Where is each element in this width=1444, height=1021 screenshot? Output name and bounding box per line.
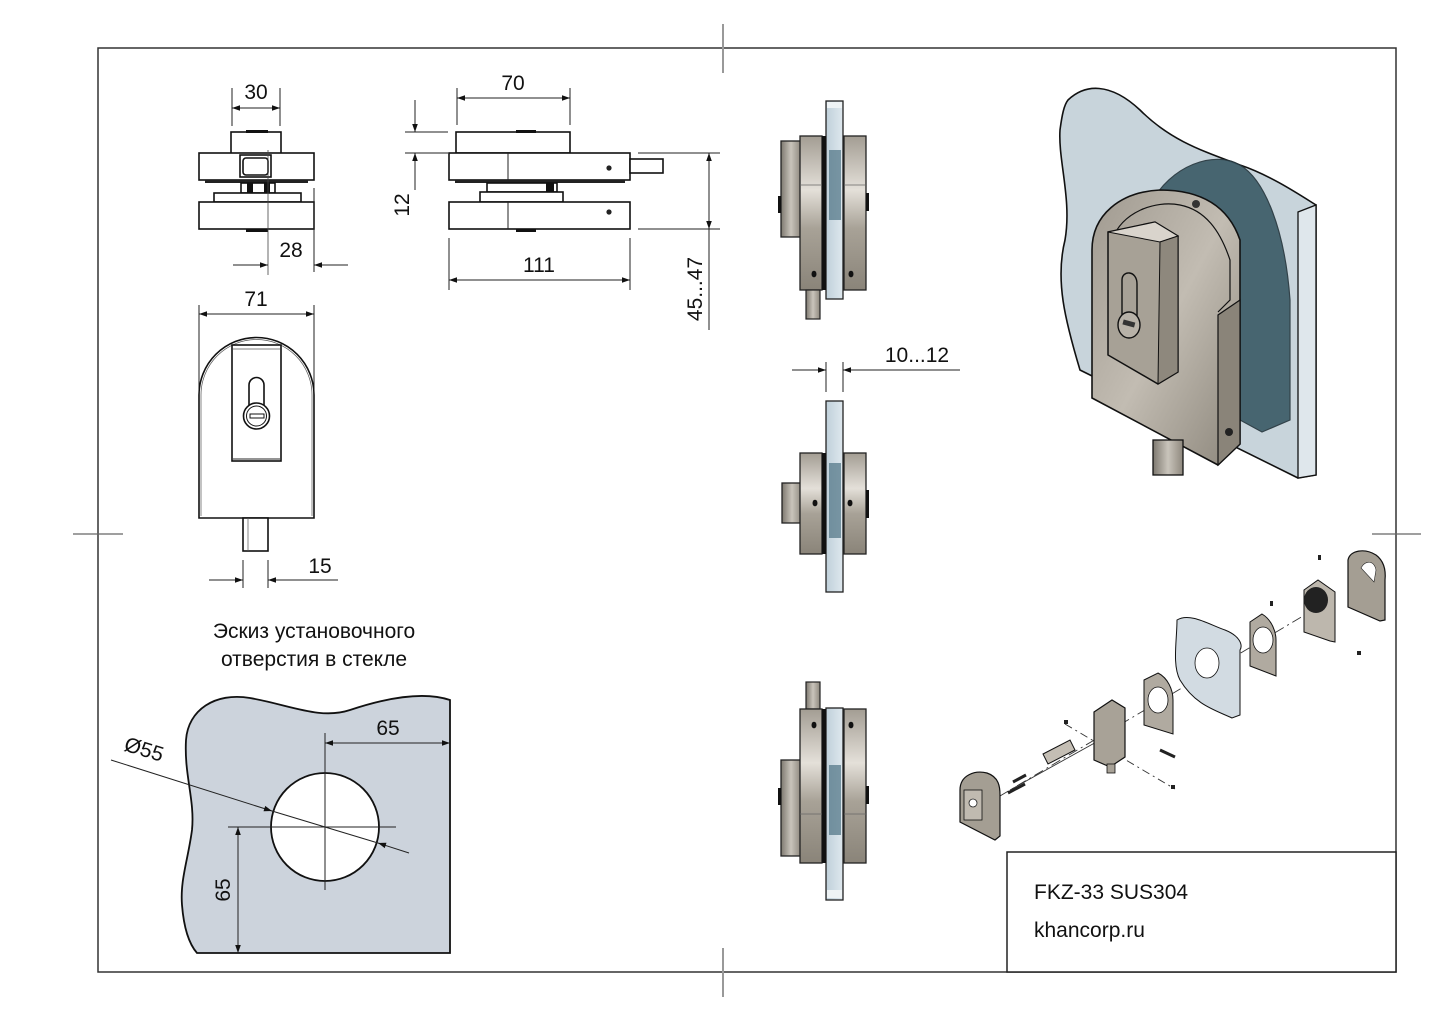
bolt-up (805, 681, 821, 710)
dim-label-71: 71 (244, 288, 267, 311)
title-block: FKZ-33 SUS304 khancorp.ru (1006, 851, 1397, 973)
side-lower-plate (448, 201, 631, 230)
product-title: FKZ-33 SUS304 (1034, 881, 1188, 904)
clamp-left-middle (799, 452, 823, 555)
clamp-right-bottom (843, 708, 867, 864)
dim-label-12: 12 (391, 193, 414, 216)
edge-view-middle: 10...12 (781, 344, 960, 593)
title-block-border (1006, 851, 1397, 973)
side-bolt (629, 158, 664, 174)
sheet-frame (73, 24, 1421, 997)
dim-label-15: 15 (308, 555, 331, 578)
dim-label-111: 111 (523, 254, 555, 277)
dim-label-28: 28 (279, 239, 302, 262)
cylinder-housing (230, 131, 282, 155)
exploded-view (959, 550, 1386, 841)
frame-border (97, 47, 1397, 973)
isometric-assembly (1059, 87, 1317, 479)
dim-label-65-vertical: 65 (212, 878, 235, 901)
website-label[interactable]: khancorp.ru (1034, 919, 1145, 942)
clamp-right-middle (843, 452, 867, 555)
keyhole-slot-iso (1121, 272, 1138, 318)
part-lock-body (1093, 699, 1126, 768)
clamp-right (843, 135, 867, 291)
clamp-left-bottom (799, 708, 823, 864)
lower-plate (198, 201, 315, 230)
front-bolt (242, 517, 269, 552)
dim-label-65-horizontal: 65 (376, 717, 399, 740)
side-upper-plate (448, 152, 631, 181)
top-view: 30 28 (198, 81, 348, 275)
dim-label-diameter: Ø55 (122, 733, 167, 767)
bolt-down (805, 289, 821, 320)
front-view: 71 15 (198, 288, 338, 588)
edge-view-top (778, 100, 869, 320)
upper-plate (198, 152, 315, 181)
side-view: 70 12 111 45...47 (391, 72, 720, 330)
cylinder-housing-side (780, 140, 802, 238)
hole-caption-line2: отверстия в стекле (221, 648, 407, 671)
hole-sketch: Эскиз установочного отверстия в стекле 6… (110, 620, 451, 954)
dim-line-diameter-out (377, 842, 410, 854)
dim-line-diameter-in (110, 759, 273, 812)
clamp-left (799, 135, 823, 291)
bolt-iso (1152, 439, 1184, 476)
side-cylinder-housing (455, 131, 571, 154)
part-back-cover (1347, 550, 1386, 622)
edge-view-bottom (778, 681, 869, 901)
dim-label-30: 30 (244, 81, 267, 104)
dim-label-45-47: 45...47 (684, 257, 707, 321)
dim-label-70: 70 (501, 72, 524, 95)
part-cylinder (1042, 739, 1076, 765)
dim-label-glass-thickness: 10...12 (885, 344, 949, 367)
hole-caption-line1: Эскиз установочного (213, 620, 415, 643)
keyhole-slot (248, 376, 265, 412)
